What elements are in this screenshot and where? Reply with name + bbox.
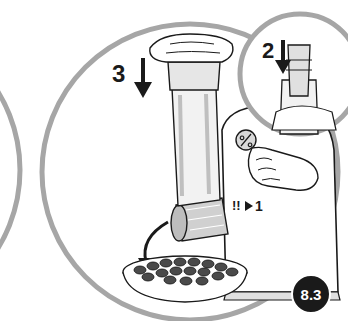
warning-mark: !! xyxy=(232,199,241,212)
figure-badge: 8.3 xyxy=(291,274,331,314)
step-number: 1 xyxy=(255,199,263,213)
hand xyxy=(248,147,318,190)
flow-arrow xyxy=(145,222,168,262)
tube-shading xyxy=(180,94,209,196)
neighbour-frame xyxy=(0,20,20,320)
finger-lines xyxy=(166,42,220,53)
hand xyxy=(150,34,233,62)
detail-inset xyxy=(240,14,348,134)
feed-tube xyxy=(172,88,220,206)
step-number: 2 xyxy=(262,40,274,62)
push-arrow xyxy=(141,58,145,84)
finger-lines xyxy=(256,158,280,180)
slices xyxy=(134,258,238,285)
insert-arrow xyxy=(281,40,285,62)
step-number: 3 xyxy=(112,62,125,86)
speed-button xyxy=(236,130,256,150)
insert-arrow-head xyxy=(275,60,291,74)
step-frame xyxy=(42,24,338,320)
drum-end xyxy=(171,205,187,241)
bowl xyxy=(123,272,247,302)
button-symbol xyxy=(240,134,252,147)
motor-top xyxy=(272,106,336,130)
figure-number: 8.3 xyxy=(301,286,322,303)
drum-holes xyxy=(186,205,224,230)
arrow-symbol xyxy=(245,201,253,211)
badge-circle xyxy=(292,275,330,313)
pusher xyxy=(168,62,220,90)
push-arrow-head xyxy=(134,82,152,98)
